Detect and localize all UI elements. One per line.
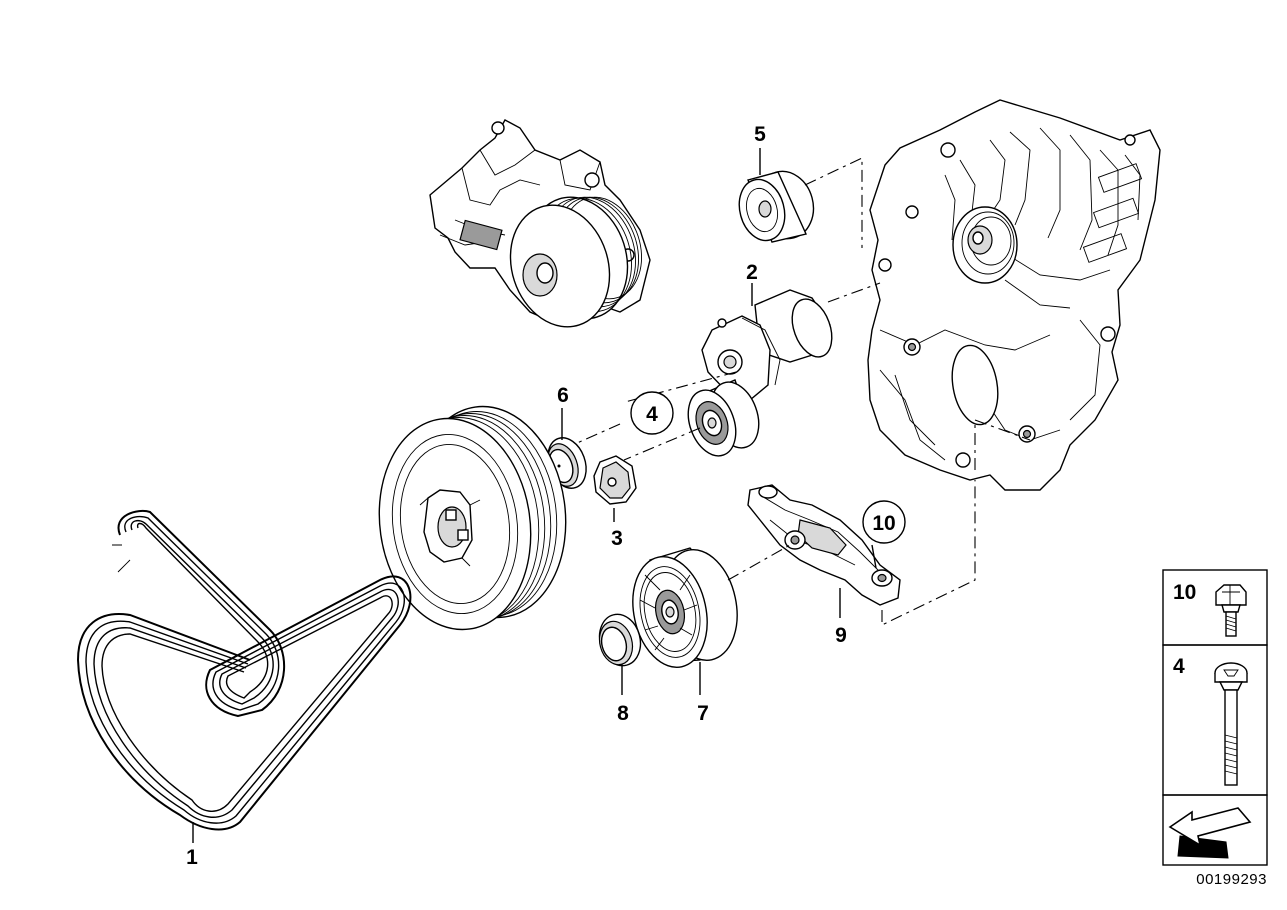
callout-10-circle [862,500,906,544]
hex-bolt-10-icon [1215,584,1247,637]
part-5-deflection-pulley [738,170,815,243]
callout-8: 8 [617,702,629,725]
callout-4-circle [630,391,674,435]
assembly-lines [574,157,1031,626]
callout-9: 9 [835,624,847,647]
legend-panel: 10 4 [1162,569,1268,866]
alternator-bracket [867,99,1161,491]
legend-label-10: 10 [1173,581,1196,604]
callout-1: 1 [186,846,198,869]
water-pump [429,119,651,328]
document-number: 00199293 [1196,871,1267,888]
callout-3: 3 [611,527,623,550]
callout-2: 2 [746,261,758,284]
part-1-ribbed-v-belt [76,510,412,831]
callout-7: 7 [697,702,709,725]
callout-10: 10 [872,512,895,535]
part-3-protective-cap [593,455,637,505]
callouts: 5 2 4 6 3 10 9 7 8 1 [186,123,906,869]
leader-lines [192,148,877,843]
part-2-belt-tensioner [687,289,833,457]
part-7-deflection-pulley [632,547,738,668]
callout-6: 6 [557,384,569,407]
hex-bolt-4-icon [1214,662,1248,786]
part-9-bracket [747,484,901,606]
vibration-damper [378,405,567,631]
direction-arrow-icon [1168,807,1252,859]
callout-5: 5 [754,123,766,146]
callout-4: 4 [646,403,658,426]
legend-label-4: 4 [1173,655,1185,678]
